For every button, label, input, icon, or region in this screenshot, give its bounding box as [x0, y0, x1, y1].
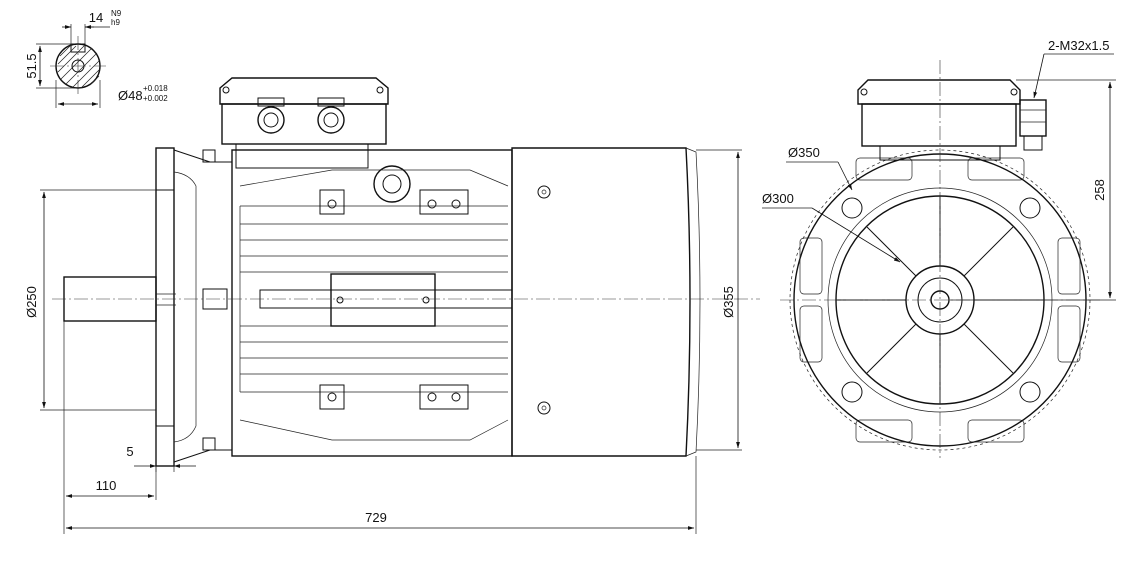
gland-label: 2-M32x1.5 [1048, 38, 1109, 53]
pcd-label: Ø350 [788, 145, 820, 160]
spigot-label: Ø300 [762, 191, 794, 206]
shaft-len-label: 110 [96, 478, 117, 493]
top-height-label: 258 [1092, 179, 1107, 201]
flange-dia-label: Ø250 [24, 286, 39, 318]
flange-thick-label: 5 [126, 444, 133, 459]
body-dia-label: Ø355 [721, 286, 736, 318]
shaft-tol-lower: +0.002 [143, 94, 168, 103]
motor-side-view [52, 77, 760, 467]
side-view-dimensions [40, 149, 742, 534]
key-tolerance-bottom: h9 [111, 18, 120, 27]
motor-end-view [780, 60, 1100, 458]
key-tolerance-top: N9 [111, 9, 122, 18]
shaft-section-detail [36, 24, 110, 108]
key-height-label: 51.5 [24, 53, 39, 78]
shaft-dia-label: Ø48 [118, 88, 143, 103]
shaft-tol-upper: +0.018 [143, 84, 168, 93]
key-width-label: 14 [89, 10, 103, 25]
end-view-dimensions [762, 53, 1116, 301]
total-len-label: 729 [365, 510, 387, 525]
